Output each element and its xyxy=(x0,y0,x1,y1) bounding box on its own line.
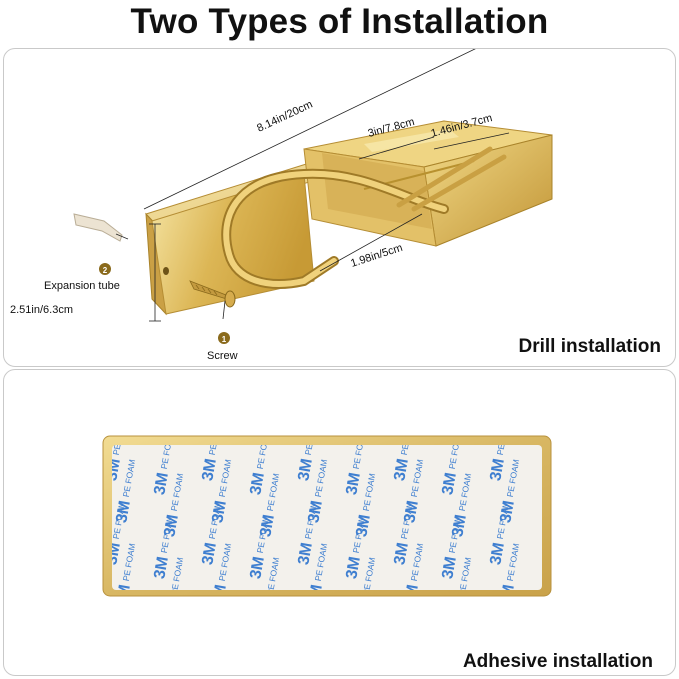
foam-tape xyxy=(112,445,542,590)
foam-brand-text: 3M xyxy=(151,471,172,496)
screw-badge xyxy=(218,332,230,344)
screw-label: Screw xyxy=(207,350,238,362)
foam-brand-text: 3M xyxy=(295,457,316,482)
foam-brand-text: 3M xyxy=(161,513,182,538)
foam-brand-text: 3M xyxy=(257,513,278,538)
foam-brand-text: 3M xyxy=(257,597,278,622)
foam-brand-text: 3M xyxy=(113,583,134,608)
expansion-tube-badge xyxy=(99,263,111,275)
foam-brand-text: 3M xyxy=(247,471,268,496)
foam-brand-text: 3M xyxy=(353,513,374,538)
foam-brand-text: 3M xyxy=(401,583,422,608)
foam-print-mark: 3M PE FOAM xyxy=(295,416,319,482)
foam-print-mark: 3M PE FOAM xyxy=(487,416,511,482)
foam-brand-text: 3M xyxy=(439,555,460,580)
screw-icon xyxy=(189,280,236,320)
length-dimension-label: 8.14in/20cm xyxy=(255,99,314,135)
foam-brand-text: 3M xyxy=(401,499,422,524)
foam-type-text: PE FOAM xyxy=(207,416,223,455)
foam-brand-text: 3M xyxy=(439,471,460,496)
foam-type-text: PE FOAM xyxy=(399,416,415,455)
holder-illustration: 8.14in/20cm 3in/7.8cm 1.46in/3.7cm 1.98i… xyxy=(10,49,553,362)
page-title: Two Types of Installation xyxy=(130,2,549,41)
drill-installation-caption: Drill installation xyxy=(518,336,661,357)
foam-brand-text: 3M xyxy=(305,499,326,524)
foam-brand-text: 3M xyxy=(113,499,134,524)
height-dimension-label: 2.51in/6.3cm xyxy=(10,304,73,316)
foam-brand-text: 3M xyxy=(343,471,364,496)
foam-brand-text: 3M xyxy=(391,541,412,566)
foam-brand-text: 3M xyxy=(199,457,220,482)
foam-brand-text: 3M xyxy=(295,541,316,566)
foam-print-mark: 3M PE FOAM xyxy=(103,416,127,482)
storage-box xyxy=(303,120,553,247)
screw-number: 1 xyxy=(222,335,227,344)
foam-brand-text: 3M xyxy=(487,457,508,482)
foam-brand-text: 3M xyxy=(161,597,182,622)
drill-installation-panel: 8.14in/20cm 3in/7.8cm 1.46in/3.7cm 1.98i… xyxy=(3,48,676,367)
foam-brand-text: 3M xyxy=(497,583,518,608)
foam-print-mark: 3M PE FOAM xyxy=(391,416,415,482)
u-hook xyxy=(221,146,507,289)
foam-brand-text: 3M xyxy=(391,457,412,482)
foam-print-mark: 3M PE FOAM xyxy=(199,416,223,482)
foam-brand-text: 3M xyxy=(449,513,470,538)
expansion-tube-number: 2 xyxy=(103,266,108,275)
expansion-tube-icon xyxy=(73,213,129,242)
foam-brand-text: 3M xyxy=(353,597,374,622)
foam-brand-text: 3M xyxy=(449,597,470,622)
foam-brand-text: 3M xyxy=(209,583,230,608)
foam-brand-text: 3M xyxy=(343,555,364,580)
foam-brand-text: 3M xyxy=(103,541,124,566)
expansion-tube-label: Expansion tube xyxy=(44,280,120,292)
foam-brand-text: 3M xyxy=(209,499,230,524)
foam-type-text: PE FOAM xyxy=(303,416,319,455)
hook-width-dimension-label: 1.98in/5cm xyxy=(349,242,404,270)
dimension-lines xyxy=(143,49,510,322)
foam-type-text: PE FOAM xyxy=(495,416,511,455)
foam-brand-text: 3M xyxy=(247,555,268,580)
foam-brand-text: 3M xyxy=(497,499,518,524)
foam-type-text: PE FOAM xyxy=(111,416,127,455)
foam-brand-text: 3M xyxy=(103,457,124,482)
foam-brand-text: 3M xyxy=(487,541,508,566)
foam-brand-text: 3M xyxy=(305,583,326,608)
adhesive-installation-caption: Adhesive installation xyxy=(462,651,653,672)
foam-brand-text: 3M xyxy=(199,541,220,566)
foam-brand-text: 3M xyxy=(151,555,172,580)
